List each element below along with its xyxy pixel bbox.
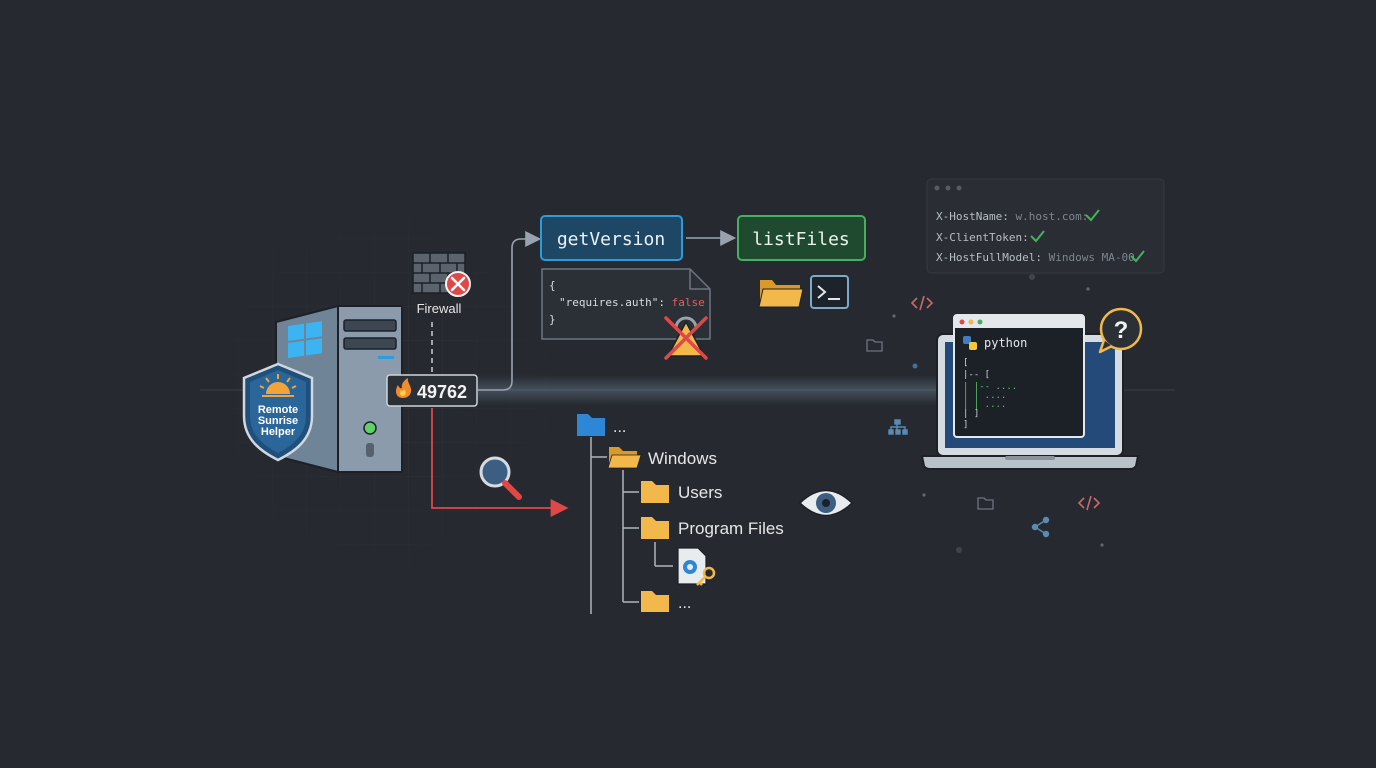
file-tree: ... Windows Users Program Files ... <box>577 414 784 614</box>
sitemap-icon <box>888 419 908 435</box>
question-icon: ? <box>1098 307 1143 354</box>
shield-label-line2: Sunrise <box>258 415 298 427</box>
getversion-label: getVersion <box>557 229 665 250</box>
tree-windows-label: Windows <box>648 449 717 468</box>
windows-logo-icon <box>288 321 322 358</box>
folder-icon <box>641 481 669 503</box>
shield-label-line3: Helper <box>261 426 296 438</box>
port-badge: 49762 <box>386 374 478 407</box>
folder-icon <box>977 497 994 510</box>
decorative-dots <box>892 274 1104 553</box>
check-icon <box>1130 250 1145 263</box>
tree-users-label: Users <box>678 483 722 502</box>
tree-root-label: ... <box>613 419 626 436</box>
shield-label-line1: Remote <box>258 404 298 416</box>
header-row-hostfullmodel: X-HostFullModel: Windows MA-00 <box>936 250 1145 264</box>
warning-icon <box>664 316 708 360</box>
error-icon <box>445 271 471 297</box>
sun-icon <box>259 374 297 397</box>
eye-icon <box>798 489 854 517</box>
json-value: false <box>672 296 705 309</box>
terminal-icon <box>810 275 849 309</box>
code-icon <box>910 295 934 311</box>
svg-text:?: ? <box>1114 317 1129 344</box>
gear-key-file-icon <box>677 547 716 586</box>
svg-text:X-HostFullModel: Windo: X-HostFullModel: Windows MA-00 <box>936 251 1135 264</box>
tree-program-files-label: Program Files <box>678 519 784 538</box>
code-icon <box>1077 495 1101 511</box>
python-line: ] <box>963 420 968 430</box>
header-row-hostname: X-HostName: w.host.com: <box>936 209 1100 223</box>
headers-panel: X-HostName: w.host.com: X-ClientToken: X… <box>926 178 1165 274</box>
flame-icon <box>395 378 412 398</box>
getversion-endpoint: getVersion <box>540 215 683 261</box>
python-line: |-- [ <box>963 370 990 380</box>
listfiles-label: listFiles <box>752 229 850 250</box>
json-colon: : <box>658 296 665 309</box>
folder-icon <box>577 414 605 436</box>
check-icon <box>1030 230 1045 243</box>
folder-icon <box>641 591 669 612</box>
python-icon <box>963 336 977 350</box>
python-line: | | .... <box>963 391 1006 401</box>
port-to-filesystem-arrow <box>431 408 569 517</box>
svg-text:X-HostName: w.host.com: X-HostName: w.host.com: <box>936 210 1088 223</box>
json-close-brace: } <box>549 313 556 326</box>
magnifier-icon <box>479 456 522 500</box>
remote-sunrise-helper-shield: Remote Sunrise Helper <box>242 362 314 462</box>
tree-more-label: ... <box>678 595 691 612</box>
json-open-brace: { <box>549 279 556 292</box>
check-icon <box>1085 209 1100 222</box>
folder-icon <box>866 339 883 352</box>
header-key: X-ClientToken: <box>936 231 1029 244</box>
port-number: 49762 <box>417 382 467 402</box>
listfiles-endpoint: listFiles <box>737 215 866 261</box>
server-tower <box>275 304 403 474</box>
folder-icon <box>641 517 669 539</box>
python-line: | |-- .... <box>963 382 1017 392</box>
header-key: X-HostName: <box>936 210 1009 223</box>
share-icon <box>1031 516 1050 538</box>
header-row-clienttoken: X-ClientToken: <box>936 230 1045 244</box>
folder-icon <box>758 280 804 308</box>
folder-icon <box>607 447 642 469</box>
header-key: X-HostFullModel: <box>936 251 1042 264</box>
svg-text:"requires.auth": false: "requires.auth": false <box>559 296 705 309</box>
port-to-getversion-arrow <box>478 231 542 391</box>
json-key: "requires.auth" <box>559 296 658 309</box>
connection-beam <box>478 375 938 405</box>
python-line: | | .... <box>963 400 1006 410</box>
svg-text:X-ClientToken:: X-ClientToken: <box>936 231 1029 244</box>
firewall-label: Firewall <box>417 301 462 316</box>
python-line: | ] <box>963 409 979 419</box>
python-window: python [ |-- [ | |-- .... | | .... | | .… <box>953 314 1085 438</box>
python-window-title: python <box>984 336 1027 350</box>
python-line: [ <box>963 358 968 368</box>
header-value: Windows MA-00 <box>1049 251 1135 264</box>
header-value: w.host.com: <box>1015 210 1088 223</box>
